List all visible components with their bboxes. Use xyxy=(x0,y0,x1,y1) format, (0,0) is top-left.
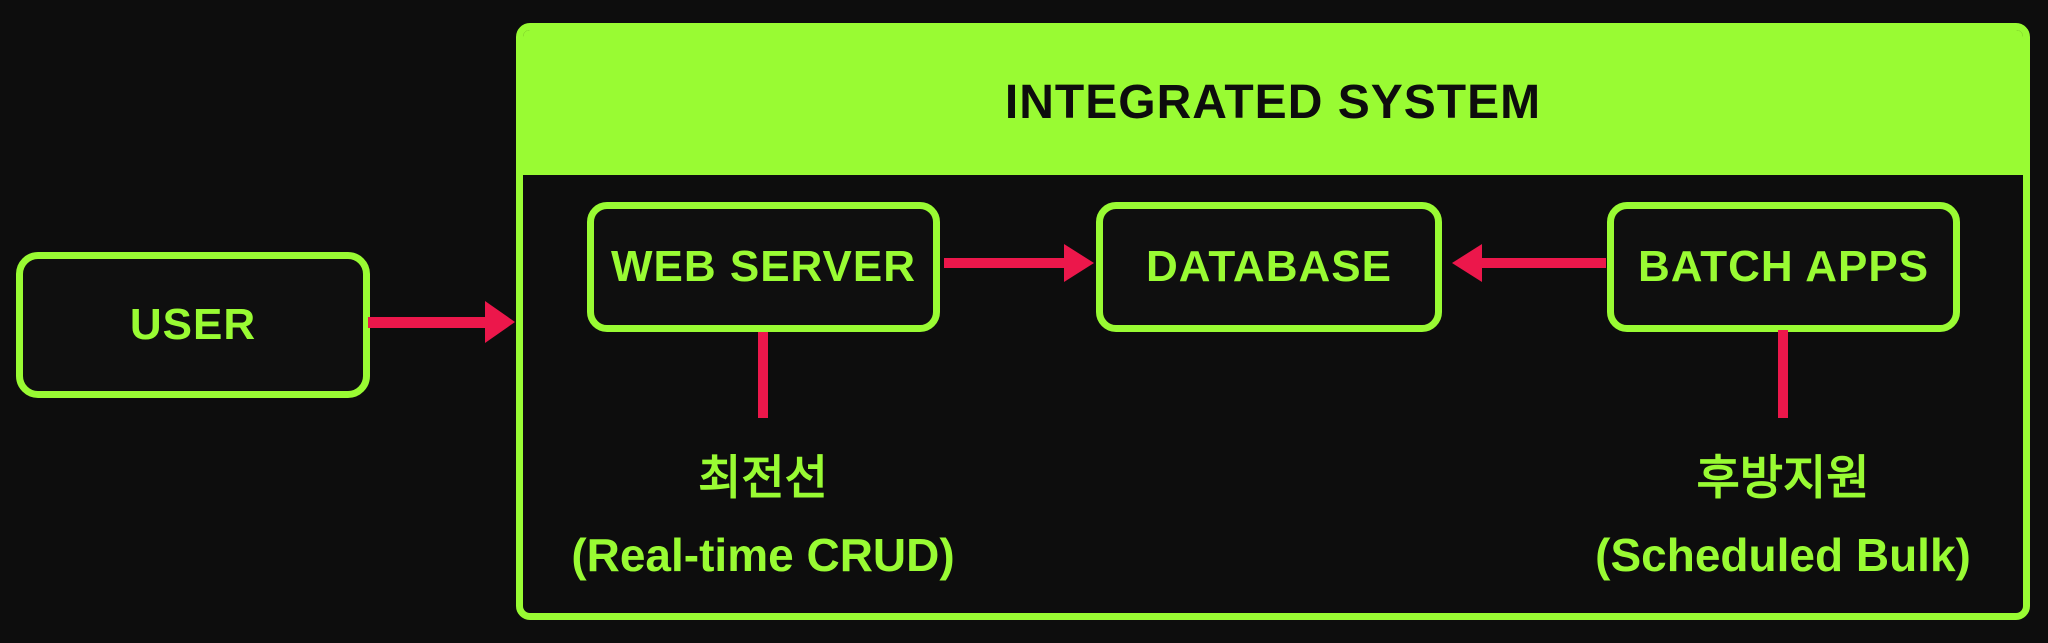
node-web-server-label: WEB SERVER xyxy=(610,242,917,291)
caption-web-server: 최전선 (Real-time CRUD) xyxy=(453,448,1073,585)
node-user: USER xyxy=(16,252,370,398)
node-batch-apps-label: BATCH APPS xyxy=(1637,242,1930,291)
connector-web-server-caption xyxy=(758,332,768,418)
caption-batch-apps-english: (Scheduled Bulk) xyxy=(1595,529,1971,581)
arrow-web-to-db-line xyxy=(944,258,1070,268)
caption-web-server-korean: 최전선 xyxy=(698,451,828,504)
node-user-label: USER xyxy=(129,300,257,349)
connector-batch-apps-caption xyxy=(1778,330,1788,418)
caption-batch-apps-korean: 후방지원 xyxy=(1696,451,1870,504)
arrow-user-to-system-line xyxy=(368,317,488,328)
arrow-batch-to-db-head xyxy=(1452,244,1482,282)
node-web-server: WEB SERVER xyxy=(587,202,940,332)
integrated-system-title: INTEGRATED SYSTEM xyxy=(1004,76,1542,129)
integrated-system-header: INTEGRATED SYSTEM xyxy=(523,30,2023,175)
caption-web-server-english: (Real-time CRUD) xyxy=(571,529,955,581)
node-database: DATABASE xyxy=(1096,202,1442,332)
arrow-web-to-db-head xyxy=(1064,244,1094,282)
node-batch-apps: BATCH APPS xyxy=(1607,202,1960,332)
arrow-batch-to-db-line xyxy=(1480,258,1606,268)
caption-batch-apps: 후방지원 (Scheduled Bulk) xyxy=(1473,448,2048,585)
node-database-label: DATABASE xyxy=(1146,242,1392,291)
arrow-user-to-system-head xyxy=(485,301,515,343)
